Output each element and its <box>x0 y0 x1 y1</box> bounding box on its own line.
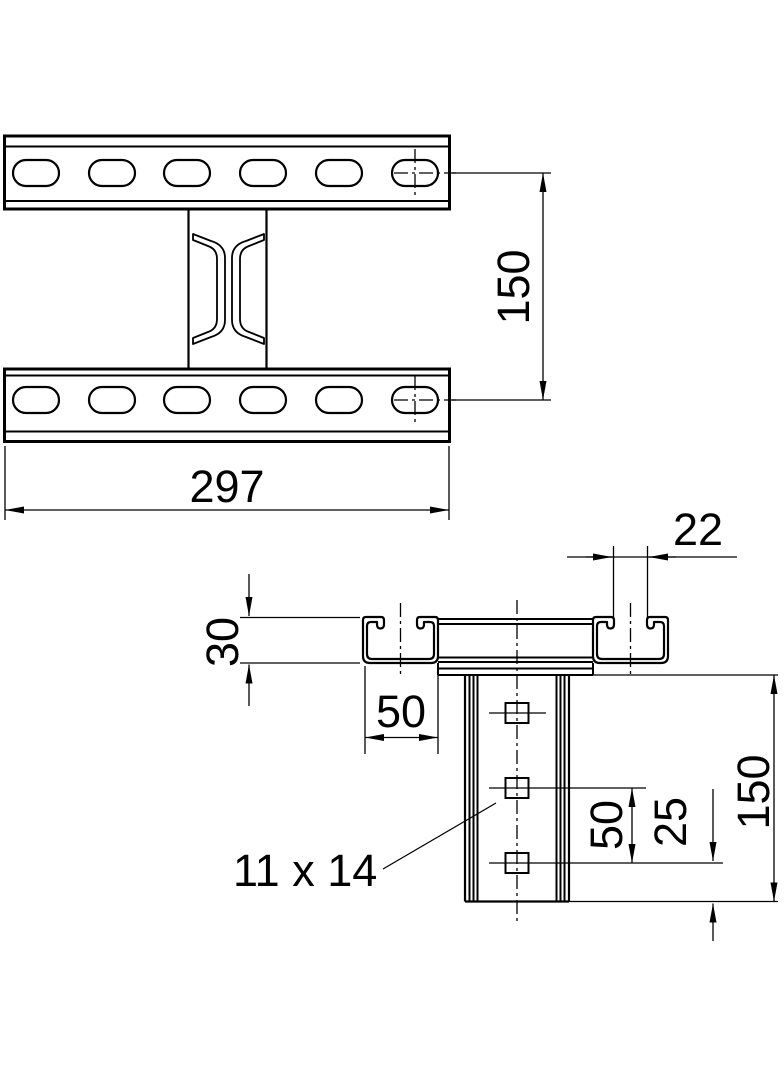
head-plate <box>437 663 594 676</box>
lower-rail-slots <box>11 385 440 415</box>
connector-bar-side <box>438 618 593 663</box>
connector <box>187 209 268 369</box>
dim-rail-width-label: 50 <box>376 686 426 737</box>
upper-slot-centerlines <box>394 149 456 198</box>
left-channel-profile <box>361 615 440 665</box>
dim-hole-pitch-label: 50 <box>581 800 632 850</box>
dim-length-label: 297 <box>189 461 264 512</box>
dimension-hole-end: 25 <box>645 789 717 941</box>
dim-slot-label: 22 <box>673 504 723 555</box>
dim-upright-label: 150 <box>728 754 779 829</box>
lower-slot-centerlines <box>394 376 456 425</box>
right-channel-profile <box>591 615 670 665</box>
centerlines <box>399 600 632 922</box>
hole-size-label: 11 x 14 <box>233 845 377 896</box>
dim-hole-spacing-label: 150 <box>488 249 539 324</box>
dimension-rail-height: 30 <box>197 574 360 706</box>
section-view: 22 30 50 150 50 <box>197 504 779 941</box>
connector-profile-glyph <box>192 233 265 345</box>
dimension-length: 297 <box>4 446 450 520</box>
dimension-hole-spacing: 150 <box>452 172 551 401</box>
dimension-slot: 22 <box>567 504 737 617</box>
dim-rail-height-label: 30 <box>197 617 248 667</box>
plan-view: 150 297 <box>3 134 551 520</box>
upper-rail <box>3 134 456 211</box>
dimension-upright: 150 <box>569 674 779 903</box>
dimension-rail-width: 50 <box>364 666 439 754</box>
dimension-hole-pitch: 50 <box>581 788 636 863</box>
lower-rail <box>3 367 456 443</box>
hole-size-callout: 11 x 14 <box>233 802 497 896</box>
upper-rail-slots <box>11 158 440 188</box>
dim-hole-end-label: 25 <box>645 797 696 847</box>
